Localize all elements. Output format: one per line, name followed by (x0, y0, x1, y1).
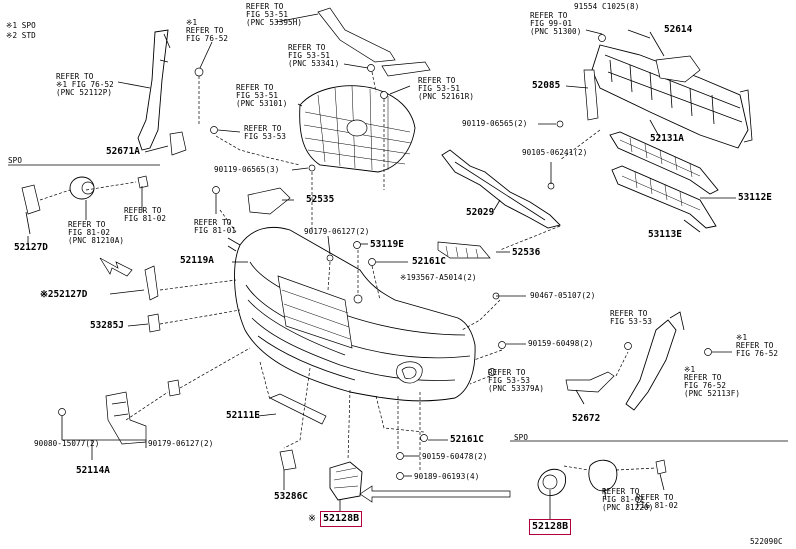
part-52029 (441, 149, 561, 229)
bracket-52085 (583, 69, 599, 121)
ref-fig-76-52-c: ※1 REFER TO FIG 76-52 (736, 333, 779, 358)
label-52131a: 52131A (650, 133, 684, 144)
label-90105-06241: 90105-06241(2) (522, 148, 588, 157)
ref-fig-53-51-b: REFER TO FIG 53-51 (PNC 53341) (288, 43, 340, 68)
retainer-52671a (137, 29, 169, 151)
bracket-52535 (247, 187, 291, 215)
label-90179-06127-2a: 90179-06127(2) (304, 227, 370, 236)
label-90119-06565-2: 90119-06565(2) (462, 119, 528, 128)
label-52614: 52614 (664, 24, 693, 35)
leader-lines (27, 13, 736, 520)
label-90189-06193: 90189-06193(4) (414, 472, 480, 481)
label-90179-06127-2b: 90179-06127(2) (148, 439, 214, 448)
label-52085: 52085 (532, 80, 561, 91)
arrow-indicator (99, 257, 133, 277)
label-53119e: 53119E (370, 239, 404, 250)
label-252127d: ※252127D (40, 289, 88, 300)
bracket-52114a (105, 391, 147, 445)
ref-fig-81-02-a: REFER TO FIG 81-02 (PNC 81210A) (68, 220, 125, 245)
ref-fig-53-51-a: REFER TO FIG 53-51 (PNC 53395H) (246, 2, 303, 27)
retainer-right (625, 319, 677, 411)
legend-std: ※2 STD (6, 31, 36, 40)
ref-fig-53-53-a: REFER TO FIG 53-53 (244, 124, 287, 141)
ref-fig-76-52-b: REFER TO ※1 FIG 76-52 (PNC 52112P) (56, 72, 114, 97)
label-90119-06565-3: 90119-06565(3) (214, 165, 280, 174)
ref-fig-53-51-c: REFER TO FIG 53-51 (PNC 53101) (236, 83, 288, 108)
strip-52111e (269, 393, 327, 425)
ref-fig-76-52-d: ※1 REFER TO FIG 76-52 (PNC 52113F) (684, 365, 741, 398)
label-193567: ※193567-A5014(2) (400, 273, 477, 282)
highlighted-part-52128b-left[interactable]: 52128B (320, 511, 363, 527)
label-52119a: 52119A (180, 255, 214, 266)
label-53286c: 53286C (274, 491, 308, 502)
label-90159-60498: 90159-60498(2) (528, 339, 594, 348)
arrow-left (359, 485, 511, 503)
label-52535: 52535 (306, 194, 335, 205)
highlighted-part-52128b-right[interactable]: 52128B (529, 519, 572, 535)
ref-fig-53-53-c: REFER TO FIG 53-53 (PNC 53379A) (488, 368, 545, 393)
label-90080-15077: 90080-15077(2) (34, 439, 100, 448)
label-52161c-b: 52161C (450, 434, 484, 445)
ref-fig-81-02-d: REFER TO FIG 81-02 (636, 493, 679, 510)
label-52114a: 52114A (76, 465, 110, 476)
label-91554: 91554 C1025(8) (574, 2, 640, 11)
label-52536: 52536 (512, 247, 541, 258)
ref-fig-81-02-b: REFER TO FIG 81-02 (124, 206, 167, 223)
fog-cover-left (329, 461, 363, 501)
spo-left-label: SPO (8, 156, 23, 165)
absorber-52614 (655, 55, 701, 83)
bracket-left (169, 131, 187, 156)
radiator-grille (299, 85, 416, 173)
label-52128b-mark: ※ (308, 513, 316, 524)
ref-fig-76-52-a: ※1 REFER TO FIG 76-52 (186, 18, 229, 43)
bracket-52672 (565, 371, 615, 393)
label-52127d: 52127D (14, 242, 48, 253)
label-52671a: 52671A (106, 146, 140, 157)
label-52161c-a: 52161C (412, 256, 446, 267)
legend-spo: ※1 SPO (6, 21, 36, 30)
ref-fig-81-02-c: REFER TO FIG 81-02 (PNC 81220) (602, 487, 654, 512)
drawing-number: 522090C (750, 537, 783, 546)
fasteners (58, 34, 712, 480)
ref-fig-53-53-b: REFER TO FIG 53-53 (610, 309, 653, 326)
label-90159-60478: 90159-60478(2) (422, 452, 488, 461)
bumper-cover (227, 226, 476, 402)
label-53112e: 53112E (738, 192, 772, 203)
grille-53113e (611, 165, 717, 229)
label-53113e: 53113E (648, 229, 682, 240)
label-52672: 52672 (572, 413, 601, 424)
label-52029: 52029 (466, 207, 495, 218)
ref-fig-99-01: REFER TO FIG 99-01 (PNC 51300) (530, 11, 582, 36)
label-53285j: 53285J (90, 320, 124, 331)
ref-fig-81-01: REFER TO FIG 81-01 (194, 218, 237, 235)
bracket-53395h (317, 7, 396, 63)
label-52111e: 52111E (226, 410, 260, 421)
label-90467: 90467-05107(2) (530, 291, 596, 300)
spo-right-label: SPO (514, 433, 529, 442)
dashed-lines (39, 71, 657, 471)
ref-fig-53-51-d: REFER TO FIG 53-51 (PNC 52161R) (418, 76, 475, 101)
